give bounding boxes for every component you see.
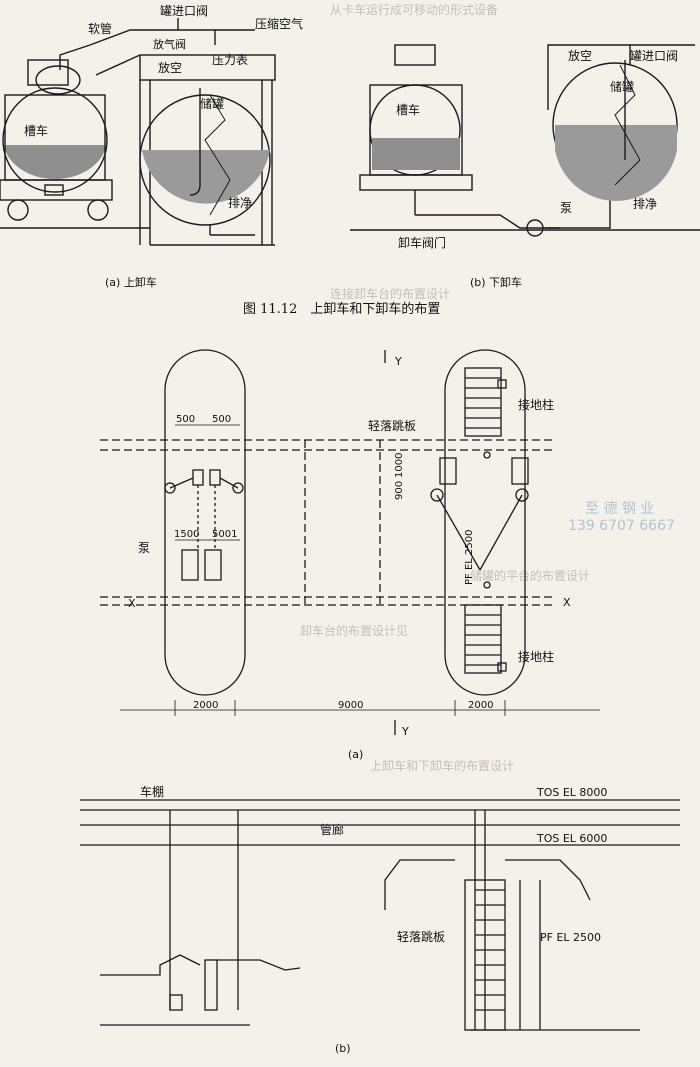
dim-1500: 1500 — [174, 529, 199, 540]
sublabel-elevation: (b) — [335, 1042, 351, 1055]
svg-text:连接卸车台的布置设计: 连接卸车台的布置设计 — [330, 286, 450, 301]
svg-text:储罐的平台的布置设计: 储罐的平台的布置设计 — [470, 568, 590, 583]
bleed-company: 至 德 钢 业 — [585, 501, 654, 517]
elevation-view-labels: 车棚 管廊 TOS EL 8000 TOS EL 6000 轻落跳板 PF EL… — [140, 784, 607, 1055]
label-ground-post-bottom: 接地柱 — [518, 649, 554, 664]
sublabel-plan: (a) — [348, 748, 363, 761]
axis-x-left: X — [128, 597, 136, 610]
tank-car-a — [0, 59, 113, 221]
label-pump-b: 泵 — [560, 201, 572, 215]
dim-2000a: 2000 — [193, 700, 218, 711]
label-tank-car-a: 槽车 — [24, 123, 48, 138]
label-vent-b: 放空 — [568, 48, 592, 63]
dim-9000: 9000 — [338, 700, 363, 711]
elev-left-arms — [100, 954, 301, 1011]
svg-text:从卡车运行成可移动的形式设备: 从卡车运行成可移动的形式设备 — [330, 2, 498, 17]
axis-y-bottom: Y — [401, 725, 409, 738]
label-pf-el-plan: PF EL 2500 — [464, 530, 475, 585]
label-light-gangway-plan: 轻落跳板 — [368, 419, 416, 433]
label-unload-valve: 卸车阀门 — [398, 235, 446, 250]
tank-car-b — [359, 44, 560, 229]
label-ground-post-top: 接地柱 — [518, 397, 554, 412]
label-drain-a: 排净 — [228, 196, 252, 210]
sublabel-bottom-unloading: (b) 下卸车 — [470, 275, 522, 289]
label-vent-valve: 放气阀 — [153, 37, 186, 51]
dim-1000: 1000 — [394, 453, 405, 478]
svg-text:上卸车和下卸车的布置设计: 上卸车和下卸车的布置设计 — [370, 758, 514, 773]
label-storage-tank-a: 储罐 — [200, 96, 224, 111]
label-tank-car-b: 槽车 — [396, 102, 420, 117]
label-tank-inlet-valve-a: 罐进口阀 — [160, 4, 208, 18]
label-light-gangway-elev: 轻落跳板 — [397, 930, 445, 944]
plan-view-labels: Y X X Y 接地柱 接地柱 轻落跳板 泵 PF EL 2500 500 50… — [128, 355, 571, 761]
panel-top-loading — [0, 18, 276, 246]
panel-bottom-unloading-labels: 放空 罐进口阀 储罐 槽车 泵 排净 卸车阀门 (b) 下卸车 — [396, 48, 678, 289]
panel-bottom-unloading — [350, 44, 700, 237]
bleed-through: 从卡车运行成可移动的形式设备 连接卸车台的布置设计 储罐的平台的布置设计 卸车台… — [300, 2, 675, 773]
label-tos-el-8000: TOS EL 8000 — [536, 786, 607, 799]
plan-left-arms — [164, 469, 244, 581]
label-drain-b: 排净 — [633, 197, 657, 211]
dim-500a: 500 — [176, 414, 195, 425]
dim-2000b: 2000 — [468, 700, 493, 711]
label-pf-el-elev: PF EL 2500 — [540, 931, 601, 944]
label-hose: 软管 — [88, 21, 112, 36]
label-storage-tank-b: 储罐 — [610, 79, 634, 94]
storage-tank-a — [139, 88, 271, 236]
storage-tank-b — [552, 60, 678, 201]
label-tos-el-6000: TOS EL 6000 — [536, 832, 607, 845]
label-compressed-air: 压缩空气 — [255, 16, 303, 31]
sublabel-top-loading: (a) 上卸车 — [105, 275, 157, 289]
label-vent-a: 放空 — [158, 60, 182, 75]
plan-view — [100, 349, 600, 735]
plan-tank-car-right — [444, 349, 526, 696]
plan-right-platform — [430, 367, 529, 674]
plan-tank-car-left — [164, 349, 246, 696]
dim-900: 900 — [394, 481, 405, 500]
panel-top-loading-labels: 软管 罐进口阀 压缩空气 放气阀 放空 压力表 储罐 槽车 排净 (a) 上卸车 — [24, 4, 303, 289]
label-pressure-gauge: 压力表 — [212, 53, 248, 67]
axis-x-right: X — [563, 596, 571, 609]
label-pump-plan: 泵 — [138, 541, 150, 555]
bleed-phone: 139 6707 6667 — [568, 518, 675, 534]
figure-caption: 图 11.12 上卸车和下卸车的布置 — [243, 301, 440, 317]
elevation-view — [80, 799, 680, 1031]
label-tank-inlet-valve-b: 罐进口阀 — [630, 49, 678, 63]
dim-5001: 5001 — [212, 529, 237, 540]
svg-text:卸车台的布置设计见: 卸车台的布置设计见 — [300, 623, 408, 638]
elev-right-arms — [384, 859, 591, 1031]
pump-b — [526, 219, 544, 237]
label-car-shed: 车棚 — [140, 784, 164, 799]
axis-y-top: Y — [394, 355, 402, 368]
dim-500b: 500 — [212, 414, 231, 425]
label-pipe-gallery: 管廊 — [320, 822, 344, 837]
